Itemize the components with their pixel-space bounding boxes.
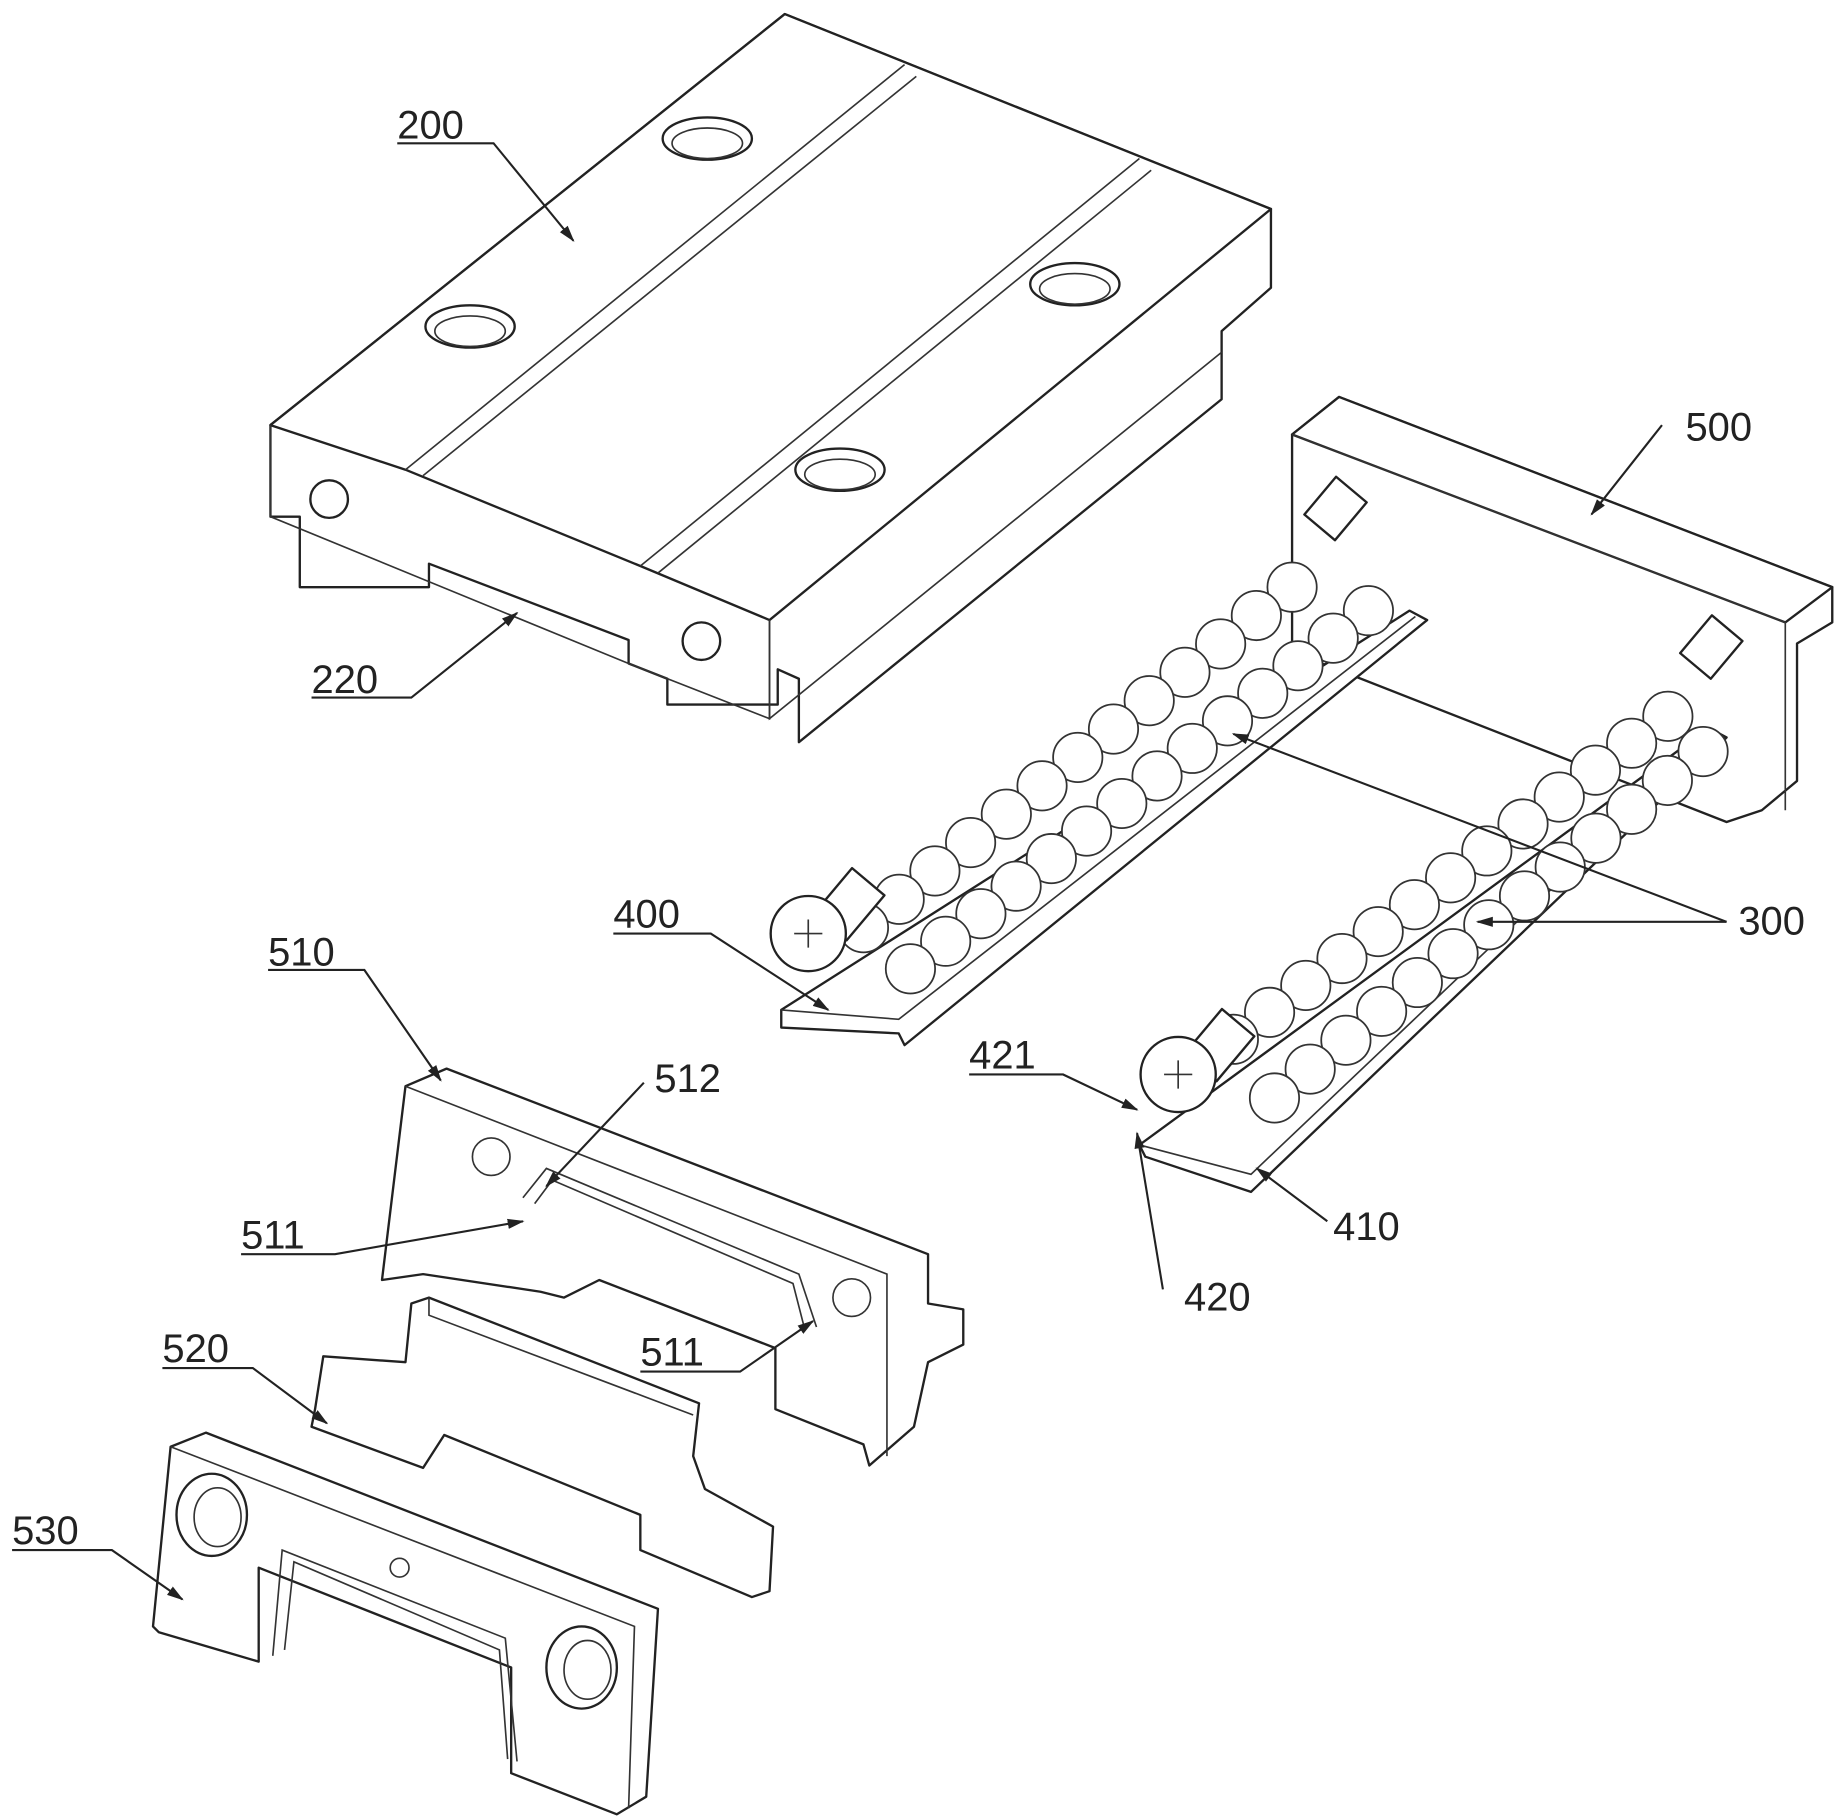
label-300: 300 — [1738, 900, 1805, 944]
label-420: 420 — [1184, 1276, 1251, 1320]
label-500: 500 — [1685, 405, 1752, 449]
label-200: 200 — [397, 104, 464, 148]
label-510: 510 — [268, 930, 335, 974]
label-421: 421 — [969, 1034, 1036, 1078]
label-410: 410 — [1333, 1205, 1400, 1249]
label-530: 530 — [12, 1509, 79, 1553]
label-400: 400 — [613, 893, 680, 937]
label-520: 520 — [162, 1327, 229, 1371]
label-220: 220 — [312, 658, 379, 702]
label-512: 512 — [654, 1057, 721, 1101]
label-511-lower: 511 — [640, 1331, 704, 1375]
ball — [886, 944, 935, 993]
label-511-upper: 511 — [241, 1213, 305, 1257]
ball — [1250, 1073, 1299, 1122]
